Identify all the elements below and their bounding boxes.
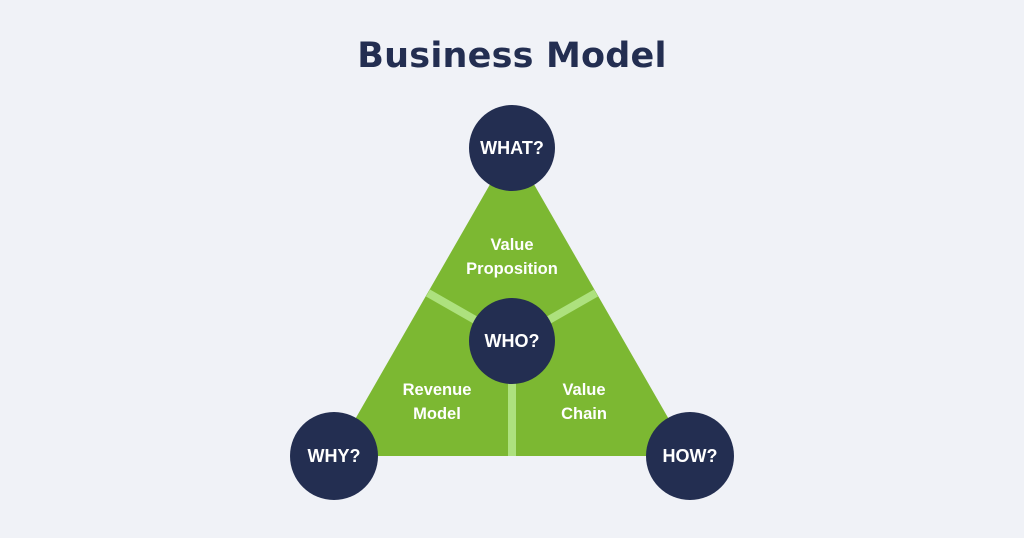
segment-value-chain-line1: Value — [562, 381, 605, 399]
segment-revenue-model-line2: Model — [413, 405, 461, 423]
segment-revenue-model-line1: Revenue — [403, 381, 472, 399]
segment-value-proposition-line2: Proposition — [466, 260, 558, 278]
node-how-circle — [646, 412, 734, 500]
node-what-circle — [469, 105, 555, 191]
node-why-circle — [290, 412, 378, 500]
node-who-label: WHO? — [485, 331, 540, 351]
node-how-label: HOW? — [663, 446, 718, 466]
node-what: WHAT? — [469, 105, 555, 191]
diagram-title: Business Model — [357, 36, 667, 76]
node-who: WHO? — [469, 298, 555, 384]
node-how: HOW? — [646, 412, 734, 500]
node-why-label: WHY? — [308, 446, 361, 466]
segment-value-proposition-line1: Value — [490, 236, 533, 254]
node-who-circle — [469, 298, 555, 384]
node-why: WHY? — [290, 412, 378, 500]
node-what-label: WHAT? — [480, 138, 544, 158]
segment-value-chain-line2: Chain — [561, 405, 607, 423]
